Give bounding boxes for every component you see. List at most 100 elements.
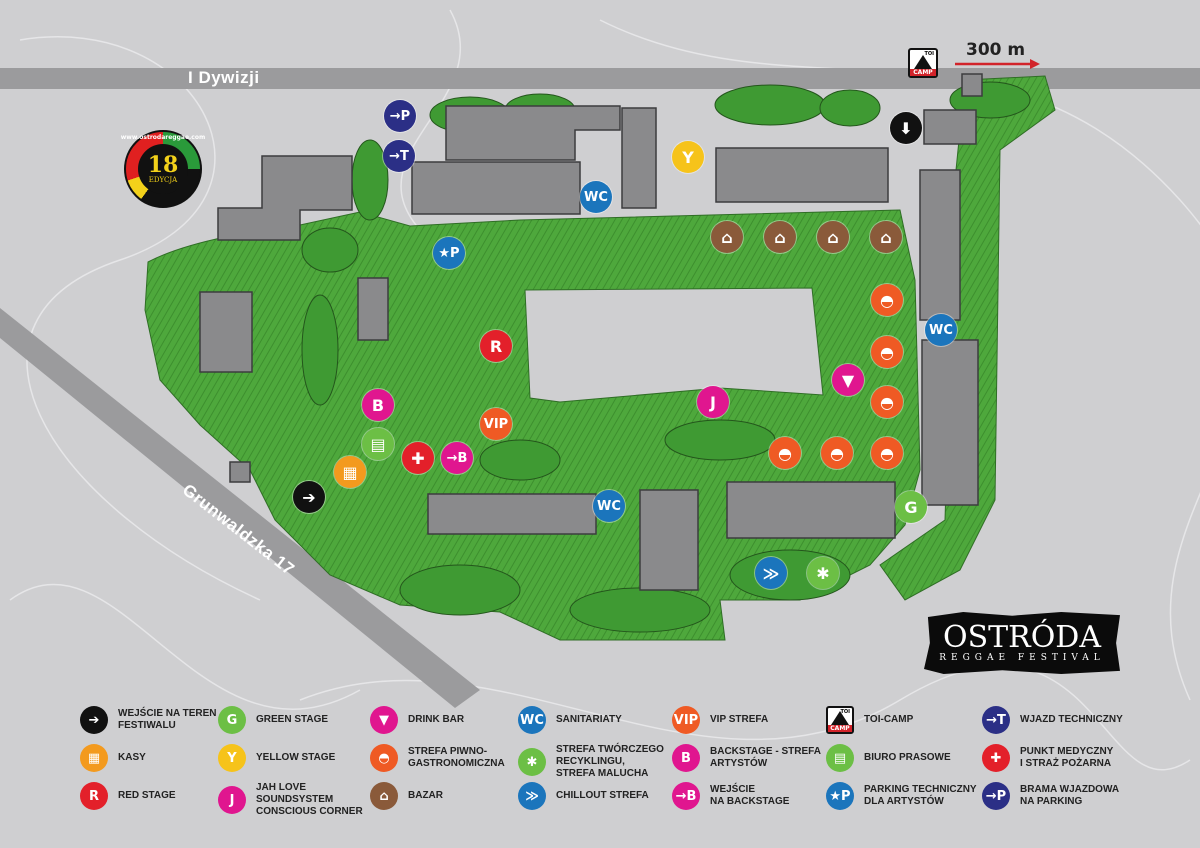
arrow-down-icon: ⬇ bbox=[890, 112, 922, 144]
food-beer-icon: ◓ bbox=[880, 342, 894, 362]
medical-fire-icon: ✚ bbox=[982, 744, 1010, 772]
cocktail-icon: ▼ bbox=[370, 706, 398, 734]
legend-label: Green Stage bbox=[256, 714, 329, 725]
legend-item-medic: ✚ Punkt medyczny i straż pożarna bbox=[982, 744, 1113, 772]
wc-icon: WC bbox=[518, 706, 546, 734]
map-marker-kids[interactable]: ✱ bbox=[807, 557, 839, 589]
map-marker-food[interactable]: ◓ bbox=[871, 284, 903, 316]
map-marker-press[interactable]: ▤ bbox=[362, 428, 394, 460]
map-marker-food[interactable]: ◓ bbox=[821, 437, 853, 469]
map-marker-yellow[interactable]: Y bbox=[672, 141, 704, 173]
letter-g-icon: G bbox=[904, 497, 918, 517]
legend-label: Brama wjazdowa na parking bbox=[1020, 784, 1120, 807]
map-marker-parking[interactable]: →P bbox=[384, 100, 416, 132]
shop-icon: ⌂ bbox=[774, 227, 786, 247]
arrow-p-icon: →P bbox=[389, 108, 411, 124]
map-marker-food[interactable]: ◓ bbox=[871, 336, 903, 368]
map-marker-backstage[interactable]: B bbox=[362, 389, 394, 421]
legend-item-bazar: ⌂ Bazar bbox=[370, 782, 443, 810]
legend-label: Yellow Stage bbox=[256, 752, 336, 763]
cash-register-icon: ▦ bbox=[80, 744, 108, 772]
legend-item-yellow: YYellow Stage bbox=[218, 744, 335, 772]
wc-icon: WC bbox=[597, 498, 621, 514]
vip-icon: VIP bbox=[672, 706, 700, 734]
legend-item-parking: →P Brama wjazdowa na parking bbox=[982, 782, 1119, 810]
map-marker-entry[interactable]: ➔ bbox=[293, 481, 325, 513]
star-p-icon: ★P bbox=[438, 245, 460, 261]
festival-logo: OSTRÓDA REGGAE FESTIVAL bbox=[924, 612, 1120, 674]
letter-y-icon: Y bbox=[682, 147, 694, 167]
letter-r-icon: R bbox=[80, 782, 108, 810]
chillout-chevrons-icon: ≫ bbox=[762, 563, 780, 583]
map-marker-wc[interactable]: WC bbox=[593, 490, 625, 522]
edition-badge-logo: www.ostrodareggae.com 18 EDYCJA bbox=[121, 130, 205, 208]
road-i-dywizji bbox=[0, 68, 1200, 89]
map-marker-jah[interactable]: J bbox=[697, 386, 729, 418]
logo-title: OSTRÓDA bbox=[942, 620, 1102, 655]
shop-icon: ⌂ bbox=[370, 782, 398, 810]
badge-number: 18 bbox=[147, 152, 179, 178]
legend-label: Chillout strefa bbox=[556, 790, 649, 801]
map-marker-bazar[interactable]: ⌂ bbox=[711, 221, 743, 253]
legend-item-artpark: ★PParking techniczny dla artystów bbox=[826, 782, 977, 810]
map-marker-kasy[interactable]: ▦ bbox=[334, 456, 366, 488]
map-marker-vip[interactable]: VIP bbox=[480, 408, 512, 440]
legend-label: Punkt medyczny i straż pożarna bbox=[1020, 746, 1114, 769]
legend-label: TOI-CAMP bbox=[864, 714, 914, 725]
arrow-right-icon: ➔ bbox=[302, 487, 316, 507]
letter-r-icon: R bbox=[489, 336, 503, 356]
map-marker-drink[interactable]: ▼ bbox=[832, 364, 864, 396]
map-marker-green[interactable]: G bbox=[895, 491, 927, 523]
map-marker-food[interactable]: ◓ bbox=[871, 437, 903, 469]
chillout-chevrons-icon: ≫ bbox=[518, 782, 546, 810]
map-marker-food[interactable]: ◓ bbox=[871, 386, 903, 418]
letter-g-icon: G bbox=[218, 706, 246, 734]
map-marker-red[interactable]: R bbox=[480, 330, 512, 362]
newspaper-icon: ▤ bbox=[826, 744, 854, 772]
map-marker-artpark[interactable]: ★P bbox=[433, 237, 465, 269]
street-label-i-dywizji: I Dywizji bbox=[188, 68, 260, 87]
cash-register-icon: ▦ bbox=[342, 462, 358, 482]
map-marker-wc[interactable]: WC bbox=[580, 181, 612, 213]
wc-icon: WC bbox=[584, 189, 608, 205]
legend-label: Red Stage bbox=[118, 790, 176, 801]
wc-icon: WC bbox=[929, 322, 953, 338]
legend-item-jah: JJah Love Soundsystem Conscious Corner bbox=[218, 782, 363, 818]
map-marker-chill[interactable]: ≫ bbox=[755, 557, 787, 589]
legend-label: Parking techniczny dla artystów bbox=[864, 784, 977, 807]
map-marker-medic[interactable]: ✚ bbox=[402, 442, 434, 474]
shop-icon: ⌂ bbox=[880, 227, 892, 247]
legend-label: Backstage - strefa artystów bbox=[710, 746, 821, 769]
arrow-t-icon: →T bbox=[389, 148, 409, 164]
map-marker-bazar[interactable]: ⌂ bbox=[870, 221, 902, 253]
map-marker-tech[interactable]: →T bbox=[383, 140, 415, 172]
legend-item-kids: ✱Strefa twórczego recyklingu, strefa mal… bbox=[518, 744, 664, 780]
legend-label: Bazar bbox=[408, 790, 443, 801]
arrow-p-icon: →P bbox=[982, 782, 1010, 810]
map-marker-bazar[interactable]: ⌂ bbox=[764, 221, 796, 253]
food-beer-icon: ◓ bbox=[880, 392, 894, 412]
logo-subtitle: REGGAE FESTIVAL bbox=[939, 653, 1105, 663]
vip-icon: VIP bbox=[483, 416, 509, 432]
child-icon: ✱ bbox=[518, 748, 546, 776]
legend-item-drink: ▼Drink Bar bbox=[370, 706, 464, 734]
legend-item-red: R Red Stage bbox=[80, 782, 176, 810]
map-marker-wc[interactable]: WC bbox=[925, 314, 957, 346]
child-icon: ✱ bbox=[816, 563, 830, 583]
map-marker-backentry[interactable]: →B bbox=[441, 442, 473, 474]
legend-label: Jah Love Soundsystem Conscious Corner bbox=[256, 782, 363, 817]
shop-icon: ⌂ bbox=[827, 227, 839, 247]
legend-label: VIP strefa bbox=[710, 714, 769, 725]
legend-item-green: G Green Stage bbox=[218, 706, 328, 734]
legend-item-backstage: BBackstage - strefa artystów bbox=[672, 744, 821, 772]
cocktail-icon: ▼ bbox=[841, 370, 855, 390]
legend-item-vip: VIP VIP strefa bbox=[672, 706, 768, 734]
legend-item-wc: WCSanitariaty bbox=[518, 706, 622, 734]
legend-item-food: ◓Strefa piwno- gastronomiczna bbox=[370, 744, 505, 772]
map-marker-food[interactable]: ◓ bbox=[769, 437, 801, 469]
legend-label: Wejście na teren festiwalu bbox=[118, 708, 217, 731]
map-marker-bazar[interactable]: ⌂ bbox=[817, 221, 849, 253]
